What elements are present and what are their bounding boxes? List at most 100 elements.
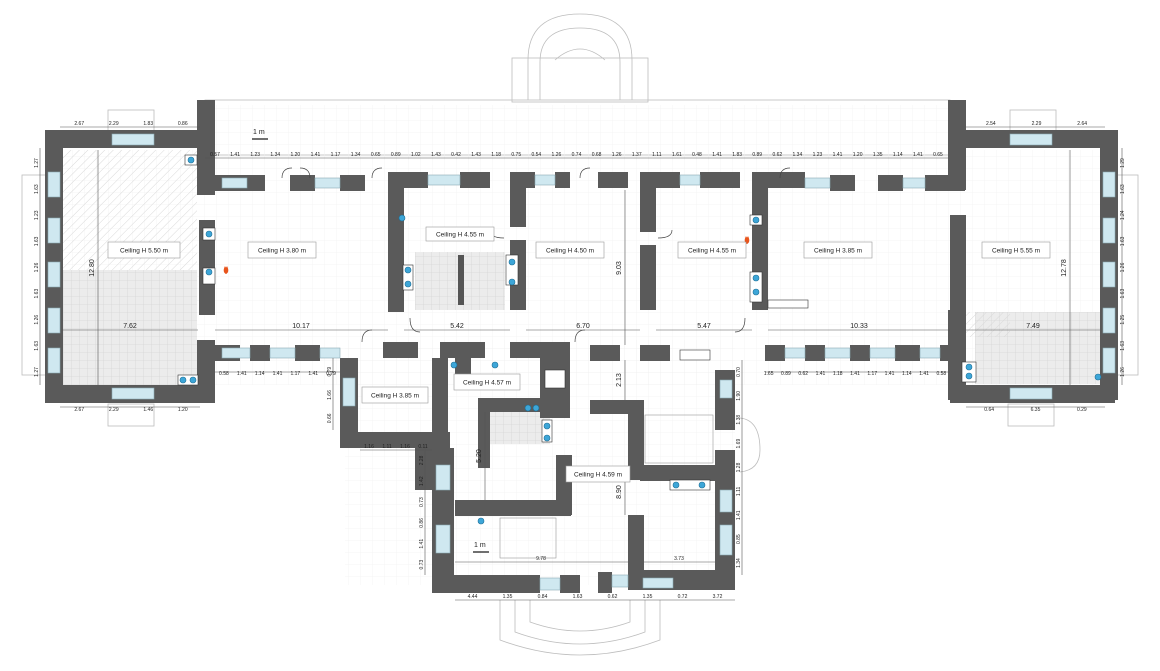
dimension-label: 1.24: [1120, 210, 1126, 220]
dimension-label: 1.20: [178, 407, 188, 413]
dimension-label: 1.41: [273, 371, 283, 377]
dimension-label: 2.29: [109, 121, 119, 127]
dimension-label: 0.66: [327, 413, 333, 423]
dimension-label: 12.80: [89, 259, 96, 277]
dimension-label: 1.11: [736, 486, 742, 496]
south-porch: [499, 600, 661, 656]
dimension-label: 2.29: [109, 407, 119, 413]
dimension-label: 1.41: [237, 371, 247, 377]
dimension-label: 5.42: [450, 323, 464, 330]
dimension-label: 1.41: [913, 152, 923, 158]
dimension-label: 12.78: [1061, 259, 1068, 277]
dimension-label: 1.14: [902, 371, 912, 377]
room-label-center-left: Ceiling H 4.55 m: [425, 226, 495, 242]
west-hall-tile: [62, 270, 197, 385]
dimension-label: 0.74: [572, 152, 582, 158]
dimension-label: 1.41: [816, 371, 826, 377]
dimension-label: 1.34: [270, 152, 280, 158]
room-label-south-west-small: Ceiling H 3.85 m: [361, 386, 429, 404]
dimension-label: 1.26: [34, 262, 40, 272]
dimension-label: 1.41: [419, 539, 425, 549]
dimension-label: 2.67: [74, 407, 84, 413]
dimension-label: 1.63: [34, 289, 40, 299]
fixtures: [177, 154, 1102, 525]
dimension-label: 1.28: [736, 462, 742, 472]
dimension-label: 10.33: [850, 323, 868, 330]
dimension-label: 3.73: [674, 556, 684, 562]
dimension-label: 1.63: [1120, 289, 1126, 299]
dimension-label: 1.27: [34, 367, 40, 377]
dimension-label: 5.20: [476, 449, 483, 463]
dimension-label: 4.44: [468, 594, 478, 600]
svg-text:Ceiling H 4.57 m: Ceiling H 4.57 m: [463, 380, 511, 387]
dimension-label: 1.17: [290, 371, 300, 377]
dimension-label: 6.70: [576, 323, 590, 330]
dimension-label: 7.62: [123, 323, 137, 330]
dimension-label: 1.41: [736, 510, 742, 520]
dimension-label: 1.17: [331, 152, 341, 158]
dimension-label: 1.63: [34, 236, 40, 246]
dimension-label: 1.43: [431, 152, 441, 158]
svg-text:Ceiling H 3.85 m: Ceiling H 3.85 m: [814, 248, 862, 255]
room-labels: Ceiling H 5.50 m Ceiling H 3.80 m Ceilin…: [107, 226, 1051, 483]
dimension-label: 7.49: [1026, 323, 1040, 330]
dimension-label: 2.13: [616, 373, 623, 387]
room-label-south-wing: Ceiling H 4.59 m: [565, 465, 631, 483]
dimension-label: 1.83: [732, 152, 742, 158]
svg-text:Ceiling H 4.50 m: Ceiling H 4.50 m: [546, 248, 594, 255]
room-label-west-hall: Ceiling H 5.50 m: [107, 241, 181, 259]
dimension-label: 1.11: [652, 152, 662, 158]
room-label-east-hall: Ceiling H 5.55 m: [981, 241, 1051, 259]
dimension-label: 0.62: [608, 594, 618, 600]
dimension-label: 2.29: [1032, 121, 1042, 127]
dimension-label: 1.35: [873, 152, 883, 158]
dimension-label: 1.63: [1120, 236, 1126, 246]
dimension-label: 1.23: [34, 210, 40, 220]
dimension-label: 1.41: [850, 371, 860, 377]
dimension-label: 6.35: [1031, 407, 1041, 413]
dimension-label: 0.57: [210, 152, 220, 158]
dimension-label: 1.14: [255, 371, 265, 377]
dimension-label: 0.79: [327, 367, 333, 377]
dimension-label: 1.16: [364, 444, 374, 450]
dimension-label: 1.23: [250, 152, 260, 158]
svg-text:Ceiling H 4.55 m: Ceiling H 4.55 m: [436, 232, 484, 239]
dimension-label: 9.03: [616, 261, 623, 275]
dimension-label: 1.34: [736, 558, 742, 568]
dimension-label: 1.63: [34, 341, 40, 351]
dimension-label: 1.63: [1120, 341, 1126, 351]
windows: [47, 133, 1116, 591]
dimension-label: 0.73: [419, 559, 425, 569]
dimension-label: 1.42: [419, 476, 425, 486]
dimension-label: 1.02: [411, 152, 421, 158]
svg-text:Ceiling H 4.55 m: Ceiling H 4.55 m: [688, 248, 736, 255]
dimension-label: 1.26: [612, 152, 622, 158]
dimension-label: 1.46: [143, 407, 153, 413]
dimension-label: 1.66: [327, 390, 333, 400]
dimension-label: 0.42: [451, 152, 461, 158]
dimension-label: 8.90: [616, 485, 623, 499]
svg-text:Ceiling H 3.85 m: Ceiling H 3.85 m: [371, 393, 419, 400]
dimension-label: 1.26: [552, 152, 562, 158]
scale-bar-top: 1 m: [252, 129, 268, 140]
room-label-south-center: Ceiling H 4.57 m: [453, 373, 521, 391]
dimension-label: 0.79: [326, 371, 336, 377]
dimension-label: 0.86: [419, 518, 425, 528]
dimension-label: 1.41: [308, 371, 318, 377]
dimension-label: 1.35: [503, 594, 513, 600]
dimension-label: 1.65: [764, 371, 774, 377]
dimension-label: 2.67: [74, 121, 84, 127]
dimension-label: 1.26: [1120, 367, 1126, 377]
dimension-label: 1.41: [885, 371, 895, 377]
room-label-west-room: Ceiling H 3.80 m: [247, 241, 317, 259]
dimension-label: 1.34: [351, 152, 361, 158]
dimension-label: 1.63: [34, 184, 40, 194]
dimension-label: 1.26: [34, 315, 40, 325]
dimension-label: 1.83: [143, 121, 153, 127]
room-label-center-hall: Ceiling H 4.50 m: [535, 241, 605, 259]
fireplace-icon: [223, 266, 229, 274]
dimension-label: 9.78: [536, 556, 546, 562]
svg-text:Ceiling H 3.80 m: Ceiling H 3.80 m: [258, 248, 306, 255]
